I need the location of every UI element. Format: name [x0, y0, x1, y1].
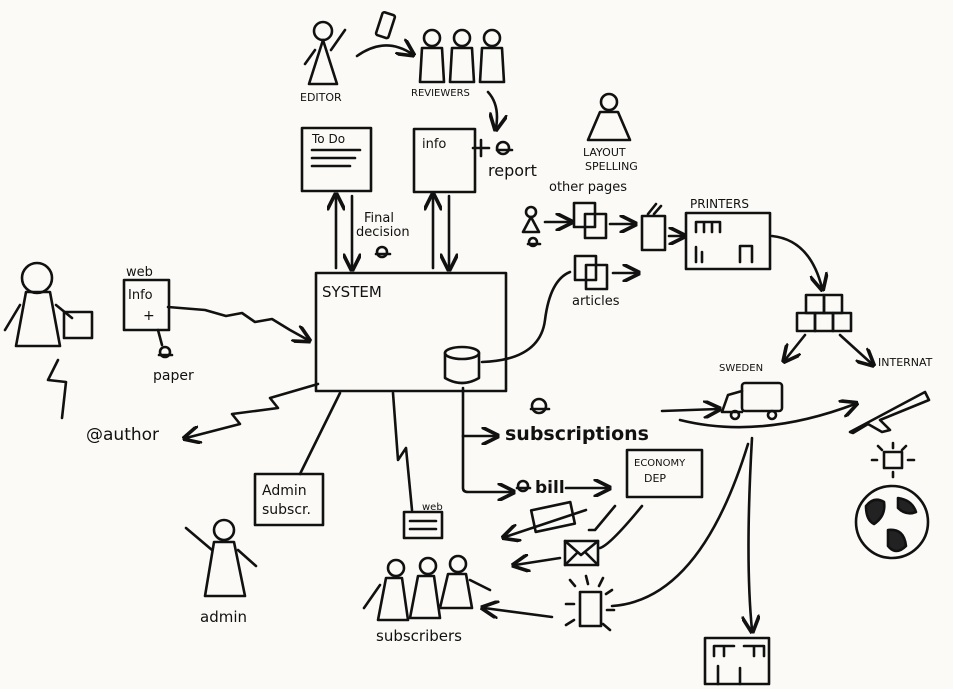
label-final: Final: [364, 211, 394, 226]
author-figure: [3, 261, 94, 348]
admin-figure: [184, 518, 258, 598]
truck-icon: [720, 381, 784, 421]
label-web-small: web: [422, 502, 443, 513]
label-admin-subscr-2: subscr.: [262, 502, 311, 518]
money-icon: [529, 500, 577, 534]
subscribers-figures: [362, 554, 492, 622]
economy-box: [625, 448, 704, 499]
report-icon: [471, 138, 514, 158]
label-spelling: SPELLING: [585, 160, 638, 173]
label-web-upper: web: [126, 265, 153, 280]
label-editor: EDITOR: [300, 91, 342, 104]
label-subscriptions: subscriptions: [505, 423, 649, 445]
label-info-box: Info: [128, 288, 153, 303]
label-plus: +: [143, 308, 155, 324]
label-dep: DEP: [644, 472, 666, 485]
label-printers: PRINTERS: [690, 197, 749, 211]
web-info-box: [122, 278, 171, 332]
printers-box: [684, 211, 772, 271]
label-layout: LAYOUT: [583, 146, 626, 159]
label-decision: decision: [356, 225, 410, 240]
airplane-icon: [848, 390, 931, 435]
database-icon: [443, 345, 481, 385]
web-small-box: [402, 510, 444, 540]
label-at-author: @author: [86, 425, 159, 445]
package-rays-icon: [870, 441, 916, 479]
printed-paper-icon: [564, 574, 616, 632]
editor-figure: [303, 20, 347, 86]
label-sweden: SWEDEN: [719, 363, 763, 374]
label-economy: ECONOMY: [634, 458, 686, 469]
package-boxes: [795, 293, 853, 333]
small-person: [521, 205, 542, 248]
reviewers-figures: [418, 28, 506, 84]
label-admin: admin: [200, 608, 247, 626]
articles-stack: [573, 254, 609, 291]
label-admin-subscr-1: Admin: [262, 483, 307, 499]
envelope-icon: [563, 539, 600, 567]
admin-subscr-box: [253, 472, 325, 527]
info-box: [412, 127, 477, 194]
bound-pages: [640, 214, 667, 252]
label-system: SYSTEM: [322, 283, 382, 301]
label-report: report: [488, 161, 537, 180]
label-bill: bill: [535, 478, 565, 498]
label-info: info: [422, 137, 446, 152]
label-paper: paper: [153, 368, 194, 384]
building-icon: [703, 636, 771, 686]
layout-person: [586, 92, 632, 142]
label-subscribers: subscribers: [376, 627, 462, 645]
globe-icon: [854, 484, 930, 560]
other-pages-stack: [572, 201, 608, 240]
phone-icon: [374, 10, 397, 40]
system-box: [314, 271, 508, 393]
label-international: INTERNAT: [878, 356, 933, 369]
todo-box: [300, 126, 373, 193]
label-articles: articles: [572, 294, 620, 309]
label-todo: To Do: [311, 132, 345, 146]
label-other-pages: other pages: [549, 180, 627, 195]
label-reviewers: REVIEWERS: [411, 88, 470, 99]
